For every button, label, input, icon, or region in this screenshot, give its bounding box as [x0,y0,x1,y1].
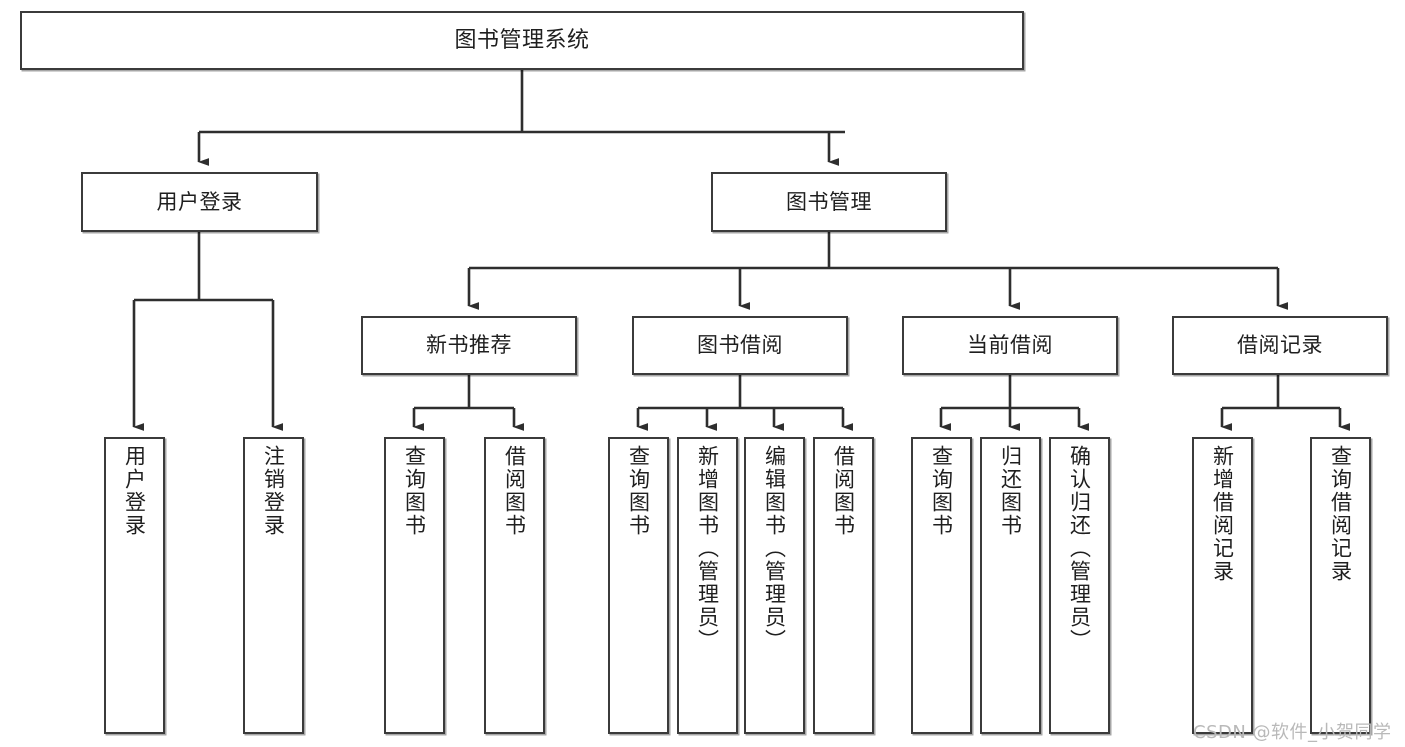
node-borrow-record[interactable]: 借阅记录 [1172,316,1388,375]
node-label: 图书管理 [786,189,872,214]
node-label: 注销登录 [261,445,286,537]
node-label: 查询图书 [929,445,954,537]
csdn-watermark: CSDN @软件_小贺同学 [1193,722,1392,743]
node-label: 借阅图书 [831,445,856,537]
node-query-book-2[interactable]: 查询图书 [608,437,669,734]
node-label: 新书推荐 [426,333,512,358]
node-login[interactable]: 用户登录 [104,437,165,734]
node-add-borrow-record[interactable]: 新增借阅记录 [1192,437,1253,734]
node-label: 用户登录 [122,445,147,537]
node-current-borrow[interactable]: 当前借阅 [902,316,1118,375]
node-book-management[interactable]: 图书管理 [711,172,947,232]
node-label: 归还图书 [998,445,1023,537]
node-label: 图书管理系统 [454,27,590,53]
node-label: 图书借阅 [697,333,783,358]
node-label: 当前借阅 [967,333,1053,358]
node-label: 新增图书（管理员） [695,445,720,652]
node-new-book-recommend[interactable]: 新书推荐 [361,316,577,375]
node-confirm-return[interactable]: 确认归还（管理员） [1049,437,1110,734]
node-add-book[interactable]: 新增图书（管理员） [677,437,738,734]
node-label: 编辑图书（管理员） [762,445,787,652]
node-logout[interactable]: 注销登录 [243,437,304,734]
node-query-book-1[interactable]: 查询图书 [384,437,445,734]
node-label: 新增借阅记录 [1210,445,1235,583]
node-label: 查询图书 [402,445,427,537]
node-query-borrow-record[interactable]: 查询借阅记录 [1310,437,1371,734]
node-book-borrow[interactable]: 图书借阅 [632,316,848,375]
node-edit-book[interactable]: 编辑图书（管理员） [744,437,805,734]
node-root-system[interactable]: 图书管理系统 [20,11,1024,70]
node-label: 用户登录 [156,189,243,214]
node-label: 借阅记录 [1237,333,1323,358]
node-user-login[interactable]: 用户登录 [81,172,318,232]
node-label: 借阅图书 [502,445,527,537]
node-label: 确认归还（管理员） [1067,445,1092,652]
node-borrow-book-1[interactable]: 借阅图书 [484,437,545,734]
node-query-book-3[interactable]: 查询图书 [911,437,972,734]
node-borrow-book-2[interactable]: 借阅图书 [813,437,874,734]
node-return-book[interactable]: 归还图书 [980,437,1041,734]
node-label: 查询借阅记录 [1328,445,1353,583]
node-label: 查询图书 [626,445,651,537]
